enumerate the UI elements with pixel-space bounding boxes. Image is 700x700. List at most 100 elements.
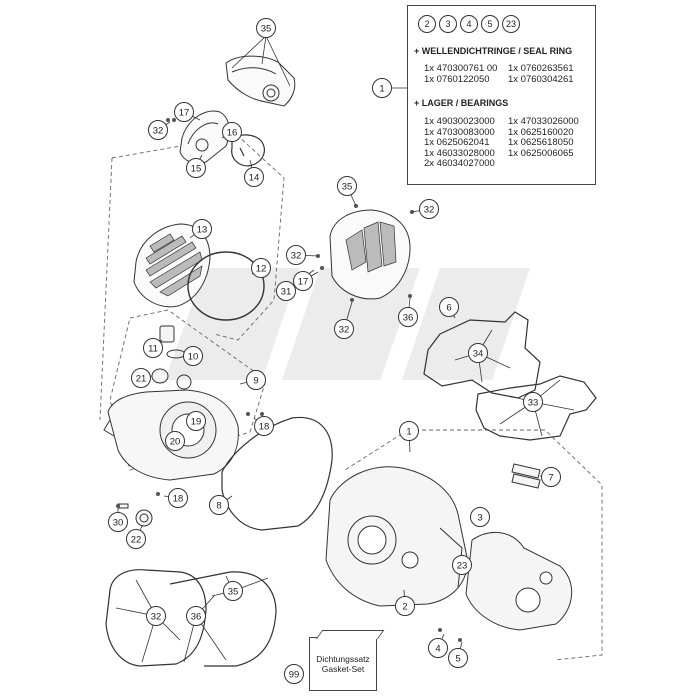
bearing-item: 1x 49030023000: [424, 116, 495, 127]
callout-number: 19: [191, 416, 202, 427]
callout-number: 14: [249, 172, 260, 183]
bearing-item: 1x 0625618050: [508, 137, 574, 149]
callout-number: 35: [261, 23, 272, 34]
callout-circle: [276, 281, 296, 301]
callout-17: 17: [293, 271, 313, 291]
pump-housing-part: [179, 110, 230, 165]
callout-circle: [541, 467, 561, 487]
callout-number: 32: [151, 611, 162, 622]
bearing-item: 1x 47033026000: [508, 116, 579, 127]
callout-number: 32: [153, 125, 164, 136]
callout-circle: [183, 346, 203, 366]
callout-2: 2: [395, 596, 415, 616]
callout-circle: [246, 370, 266, 390]
callout-number: 33: [528, 397, 539, 408]
legend-part-circles: 2 3 4 5 23: [418, 15, 520, 33]
callout-circle: [523, 392, 543, 412]
callout-circle: [470, 507, 490, 527]
callout-number: 12: [256, 263, 267, 274]
bearing-item: 1x 0625062041: [424, 137, 490, 149]
callout-circle: [223, 581, 243, 601]
callout-circle: [131, 368, 151, 388]
bearing-item: [508, 159, 592, 170]
callout-number: 15: [191, 163, 202, 174]
callout-33: 33: [523, 392, 543, 412]
lower-gaskets-part: [105, 569, 277, 667]
callout-number: 8: [216, 500, 221, 511]
legend-circle: 2: [418, 15, 436, 33]
bearing-item: 1x 46033028000: [424, 147, 495, 159]
callout-32: 32: [419, 199, 439, 219]
callout-12: 12: [251, 258, 271, 278]
callout-14: 14: [244, 167, 264, 187]
callout-15: 15: [186, 158, 206, 178]
callout-number: 20: [170, 436, 181, 447]
callout-20: 20: [165, 431, 185, 451]
callout-35: 35: [337, 176, 357, 196]
callout-34: 34: [468, 343, 488, 363]
callout-16: 16: [222, 122, 242, 142]
callout-circle: [337, 176, 357, 196]
callout-number: 35: [228, 586, 239, 597]
callout-circle: [452, 555, 472, 575]
callout-number: 16: [227, 127, 238, 138]
bearings-header: + LAGER / BEARINGS: [414, 98, 509, 108]
callout-number: 36: [191, 611, 202, 622]
callout-circle: [244, 167, 264, 187]
callout-number: 23: [457, 560, 468, 571]
gasket-set-line1: Dichtungssatz: [316, 654, 370, 664]
callout-circle: [372, 78, 392, 98]
callout-circle: [334, 319, 354, 339]
clutch-gasket-part: [187, 251, 265, 321]
callout-circle: [439, 297, 459, 317]
seal-ring-list: 1x 470300761 00 1x 0760263561 1x 0760122…: [424, 63, 592, 85]
callout-21: 21: [131, 368, 151, 388]
callout-circle: [284, 664, 304, 684]
callout-32: 32: [286, 245, 306, 265]
callout-number: 34: [473, 348, 484, 359]
callout-circle: [186, 158, 206, 178]
callout-30: 30: [108, 512, 128, 532]
callout-36: 36: [186, 606, 206, 626]
callout-circle: [168, 488, 188, 508]
callout-circle: [146, 606, 166, 626]
callout-18: 18: [254, 416, 274, 436]
callout-circle: [209, 495, 229, 515]
callout-19: 19: [186, 411, 206, 431]
callout-circle: [286, 245, 306, 265]
dowel-pins-part: [511, 463, 541, 489]
callout-31: 31: [276, 281, 296, 301]
callout-circle: [256, 18, 276, 38]
main-crankcase-part: [325, 466, 573, 631]
callout-number: 18: [173, 493, 184, 504]
bearing-item: 1x 47030083000: [424, 126, 495, 138]
callout-number: 22: [131, 534, 142, 545]
pump-gasket-part: [231, 134, 265, 167]
callout-number: 17: [179, 107, 190, 118]
callout-circle: [148, 120, 168, 140]
callout-1: 1: [372, 78, 392, 98]
callout-circle: [174, 102, 194, 122]
callout-99: 99: [284, 664, 304, 684]
callout-23: 23: [452, 555, 472, 575]
callout-number: 11: [148, 343, 158, 354]
callout-32: 32: [146, 606, 166, 626]
callout-22: 22: [126, 529, 146, 549]
bearing-item: 1x 0625160020: [508, 126, 574, 138]
callout-number: 18: [259, 421, 270, 432]
callout-circle: [428, 638, 448, 658]
callout-circle: [448, 648, 468, 668]
callout-1: 1: [399, 421, 419, 441]
callout-circle: [251, 258, 271, 278]
callout-number: 35: [342, 181, 353, 192]
seal-item: 1x 0760122050: [424, 73, 490, 85]
callout-6: 6: [439, 297, 459, 317]
callout-number: 4: [435, 643, 440, 654]
ignition-cover-part: [329, 209, 411, 300]
callout-number: 9: [253, 375, 258, 386]
gasket-set-box: Dichtungssatz Gasket-Set: [309, 637, 377, 691]
callout-circle: [399, 421, 419, 441]
callout-number: 13: [197, 224, 208, 235]
callout-number: 2: [402, 601, 407, 612]
